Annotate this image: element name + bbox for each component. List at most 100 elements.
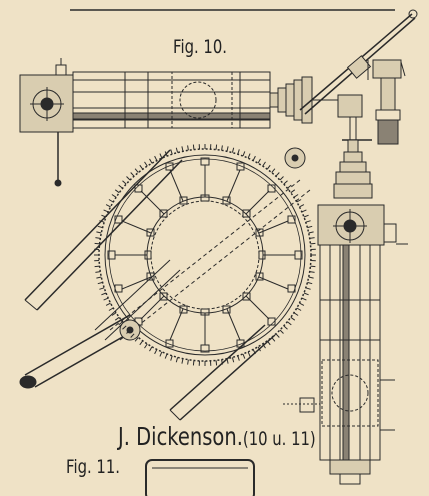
gear-teeth (94, 144, 316, 366)
gear-tooth (130, 333, 135, 338)
gear-tooth (118, 184, 123, 189)
gear-tooth (154, 155, 158, 161)
radial-clamps (107, 157, 303, 353)
gear-tooth (257, 346, 261, 352)
gear-tooth (111, 312, 117, 316)
gear-tooth (175, 147, 179, 153)
gear-tooth (305, 287, 311, 290)
gear-tooth (108, 307, 114, 311)
gear-tooth (252, 349, 256, 355)
gear-tooth (139, 164, 144, 170)
lower-cone-pulley (333, 139, 373, 199)
gear-tooth (308, 276, 314, 279)
gear-tooth (149, 158, 153, 164)
bevel-gearbox (337, 94, 372, 141)
gear-tooth (114, 316, 120, 321)
gear-tooth (231, 357, 235, 363)
gear-tooth (307, 281, 313, 285)
gear-tooth (122, 180, 127, 185)
gear-tooth (237, 149, 240, 155)
gear-tooth (242, 353, 246, 359)
gear-tooth (310, 265, 316, 268)
gear-tooth (231, 147, 235, 153)
gear-tooth (164, 353, 168, 359)
upper-right-gear-head (367, 59, 406, 145)
gear-tooth (103, 297, 109, 301)
upper-carriage (171, 71, 233, 129)
diagonal-drive-shaft (299, 9, 418, 115)
figure-11-outline (145, 459, 255, 496)
gear-tooth (134, 337, 139, 342)
gear-tooth (299, 204, 305, 208)
gear-tooth (96, 231, 102, 234)
vertical-leadscrew (342, 244, 350, 461)
vertical-carriage (321, 359, 379, 427)
gear-tooth (181, 146, 184, 152)
gear-tooth (221, 359, 223, 365)
gear-tooth (126, 176, 131, 181)
gear-tooth (287, 184, 292, 189)
gear-tooth (283, 325, 288, 330)
figure-11-label: Fig. 11. (66, 456, 120, 478)
diagonal-coupling (346, 55, 372, 79)
gear-tooth (293, 312, 299, 316)
gear-tooth (266, 164, 271, 170)
gear-tooth (144, 161, 148, 167)
figure-caption: J. Dickenson.(10 u. 11) (118, 422, 316, 451)
upper-end-housing (19, 74, 74, 133)
gear-tooth (287, 321, 292, 326)
gear-tooth (130, 172, 135, 177)
gear-tooth (139, 340, 144, 346)
gear-tooth (275, 333, 280, 338)
gear-tooth (257, 158, 261, 164)
gear-tooth (126, 329, 131, 334)
gear-tooth (226, 146, 229, 152)
upper-cone-pulley (269, 76, 313, 124)
gear-tooth (308, 231, 314, 234)
gear-tooth (262, 161, 266, 167)
gear-tooth (290, 316, 296, 321)
gear-tooth (271, 337, 276, 342)
gear-tooth (175, 357, 179, 363)
upper-slide-assembly (19, 58, 340, 187)
gear-tooth (97, 225, 103, 229)
gear-tooth (94, 265, 100, 268)
gear-tooth (97, 281, 103, 285)
gear-tooth (159, 153, 163, 159)
gear-tooth (252, 155, 256, 161)
gear-tooth (114, 189, 120, 194)
gear-tooth (279, 176, 284, 181)
gear-tooth (299, 302, 305, 306)
gear-tooth (96, 276, 102, 279)
gear-tooth (95, 237, 101, 239)
gear-tooth (310, 242, 316, 245)
gear-tooth (226, 358, 229, 364)
gear-tooth (144, 343, 148, 349)
gear-tooth (262, 343, 266, 349)
gear-tooth (187, 145, 189, 151)
gear-tooth (149, 346, 153, 352)
gear-tooth (94, 242, 100, 245)
gear-tooth (247, 351, 251, 357)
gear-tooth (293, 194, 299, 198)
gear-tooth (283, 180, 288, 185)
gear-tooth (164, 151, 168, 157)
gear-tooth (309, 271, 315, 273)
caption-name: J. Dickenson. (118, 422, 243, 451)
gear-tooth (105, 302, 111, 306)
gear-tooth (303, 214, 309, 218)
gear-tooth (237, 355, 240, 361)
gear-tooth (181, 358, 184, 364)
gear-tooth (301, 209, 307, 213)
gear-tooth (309, 237, 315, 239)
gear-tooth (118, 321, 123, 326)
gear-tooth (95, 271, 101, 273)
gear-tooth (170, 355, 173, 361)
figure-10-label: Fig. 10. (173, 36, 227, 58)
gear-tooth (192, 360, 195, 366)
gear-tooth (279, 329, 284, 334)
diagonal-pipe (19, 149, 276, 421)
gear-tooth (101, 292, 107, 296)
